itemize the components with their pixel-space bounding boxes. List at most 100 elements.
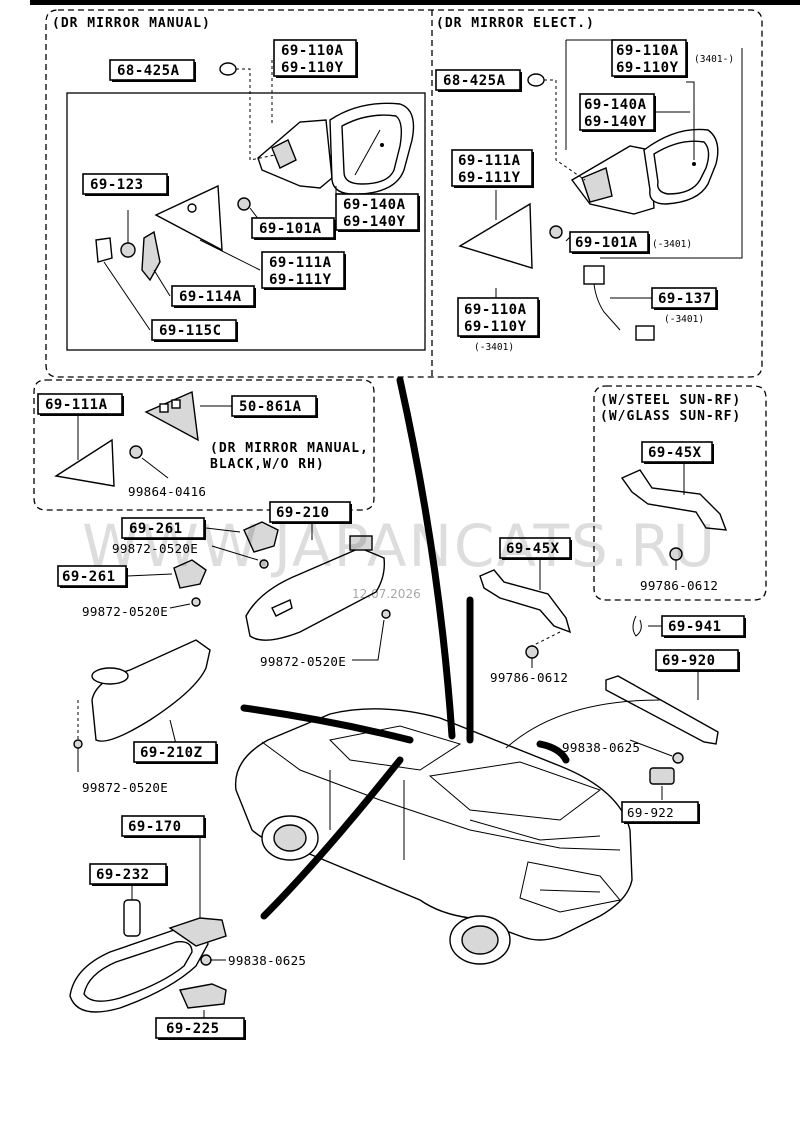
svg-text:69-110Y: 69-110Y [281,60,344,76]
label-69-115c: 69-115C [151,319,238,342]
svg-text:69-101A: 69-101A [259,221,322,237]
svg-text:69-137: 69-137 [658,291,712,307]
cap-69-922 [649,767,675,785]
manual-glass-hole [187,203,197,213]
label-99872-0520e-c: 99872-0520E [260,654,346,669]
label-69-225: 69-225 [155,1017,246,1040]
label-50-861a: 50-861A [231,395,318,418]
label-68-425a-elect: 68-425A [435,69,522,92]
manual-triangle-glass [154,184,223,252]
visor-holders-69-261 [73,521,391,749]
label-68-425a-manual: 68-425A [109,59,196,82]
label-99838-0625-b: 99838-0625 [228,953,306,968]
bracket-hole-a [159,403,169,413]
car-body [234,708,633,965]
note-black-1: (DR MIRROR MANUAL, [210,441,369,456]
black-triangle-glass [54,438,115,487]
knob-69-114a [141,230,161,282]
label-69-114a: 69-114A [171,285,256,308]
svg-text:69-210: 69-210 [276,505,330,521]
label-69-45x-center: 69-45X [499,537,572,560]
hook-69-941 [632,615,642,637]
label-69-140a-elect: 69-140A 69-140Y [579,93,656,132]
svg-text:69-261: 69-261 [129,521,183,537]
svg-text:69-110A: 69-110A [464,302,527,318]
cap-68-425a-elect [527,73,545,87]
label-69-137: 69-137 [651,287,718,310]
svg-text:69-170: 69-170 [128,819,182,835]
note-3401-assy: (-3401) [474,342,514,353]
note-3401-harness: (-3401) [664,314,704,325]
center-bolt [525,645,539,659]
label-99872-0520e-a: 99872-0520E [112,541,198,556]
svg-text:69-232: 69-232 [96,867,150,883]
svg-text:69-110A: 69-110A [616,43,679,59]
label-69-210z: 69-210Z [133,741,218,764]
svg-text:69-110Y: 69-110Y [616,60,679,76]
svg-text:69-922: 69-922 [627,805,674,820]
clip-69-115c [95,237,113,263]
label-69-920: 69-920 [655,649,740,672]
svg-text:69-210Z: 69-210Z [140,745,203,761]
center-bracket-69-45x [479,569,572,634]
label-69-110a-elect: 69-110A 69-110Y [611,39,688,78]
black-mirror-group-outline [33,379,375,511]
label-99872-0520e-d: 99872-0520E [82,780,168,795]
electric-mirror-title: (DR MIRROR ELECT.) [436,16,595,31]
svg-text:69-111Y: 69-111Y [269,272,332,288]
label-69-261-lower: 69-261 [57,565,128,588]
note-black-2: BLACK,W/O RH) [210,457,325,472]
visor-69-210z [91,639,211,742]
svg-text:69-261: 69-261 [62,569,116,585]
label-69-210: 69-210 [269,501,352,524]
pointer-arc-left [396,376,456,740]
label-69-140a-manual: 69-140A 69-140Y [335,193,420,232]
pointer-arc-mirror [260,756,404,920]
svg-text:69-225: 69-225 [166,1021,220,1037]
svg-text:69-111A: 69-111A [269,255,332,271]
note-3401-from: (3401-) [694,54,734,65]
bracket-hole-b [171,399,181,409]
label-69-111a-black: 69-111A [37,393,124,416]
label-69-101a-manual: 69-101A [251,217,336,240]
svg-text:69-114A: 69-114A [179,289,242,305]
bracket-50-861a [144,390,199,442]
label-69-261-upper: 69-261 [121,517,206,540]
svg-text:68-425A: 68-425A [443,73,506,89]
svg-text:50-861A: 50-861A [239,399,302,415]
label-99838-0625-a: 99838-0625 [562,740,640,755]
svg-text:69-140A: 69-140A [343,197,406,213]
label-69-110a-elect-2: 69-110A 69-110Y [457,297,540,338]
svg-text:69-45X: 69-45X [506,541,560,557]
screw-69-123 [120,210,136,258]
label-99786-0612-center: 99786-0612 [490,670,568,685]
svg-text:69-941: 69-941 [668,619,722,635]
label-69-922: 69-922 [621,801,700,824]
screw-69-101a-manual [237,197,251,211]
svg-text:69-111A: 69-111A [45,397,108,413]
pointer-arc-right [505,699,661,749]
sunroof-bracket-69-45x [620,469,728,531]
label-69-941: 69-941 [661,615,746,638]
label-99864-0416: 99864-0416 [128,484,206,499]
manual-mirror-title: (DR MIRROR MANUAL) [52,16,211,31]
label-69-110a-manual: 69-110A 69-110Y [273,39,358,78]
label-69-123: 69-123 [82,173,169,196]
svg-text:69-140Y: 69-140Y [343,214,406,230]
label-99786-0612-sunroof: 99786-0612 [640,578,718,593]
manual-inner-frame [66,92,426,351]
electric-triangle-glass [458,202,533,269]
svg-text:69-123: 69-123 [90,177,144,193]
pointer-arc-visor [240,704,414,744]
sunroof-title-2: (W/GLASS SUN-RF) [600,409,741,424]
label-69-111a-elect: 69-111A 69-111Y [451,149,534,188]
sunroof-group-outline [593,385,767,601]
label-69-45x-sunroof: 69-45X [641,441,714,464]
svg-text:68-425A: 68-425A [117,63,180,79]
watermark-text: WWW.JAPANCATS.RU [82,512,717,580]
svg-text:69-115C: 69-115C [159,323,222,339]
harness-69-137 [583,265,655,341]
label-99872-0520e-b: 99872-0520E [82,604,168,619]
label-69-101a-elect: 69-101A [569,231,650,254]
